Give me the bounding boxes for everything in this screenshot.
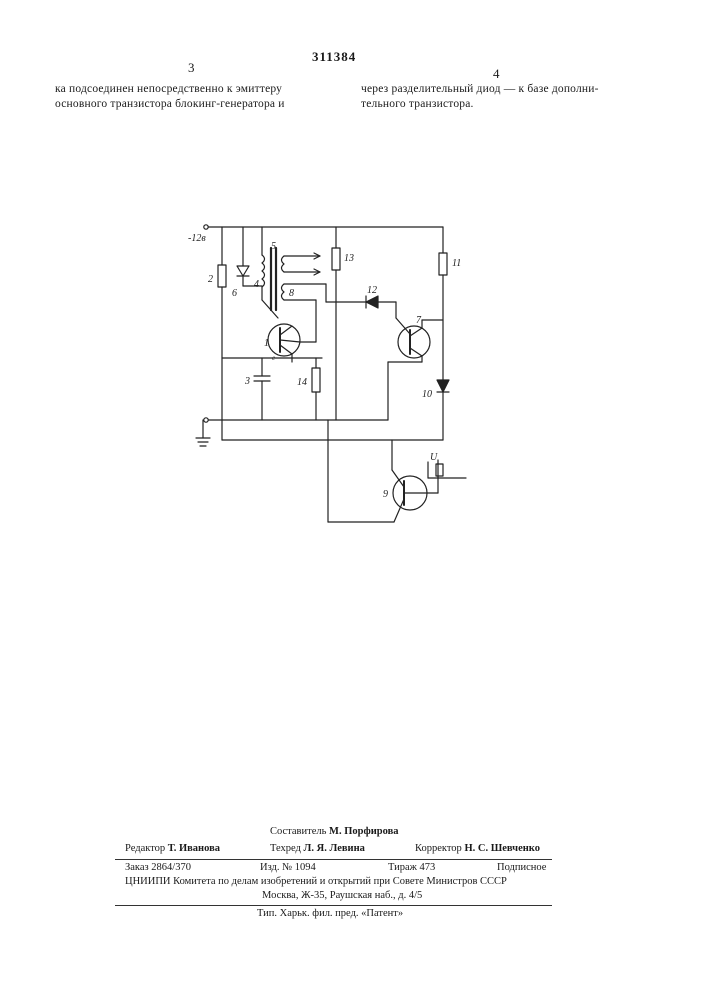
diode-10 [437, 380, 449, 392]
corrector-name: Н. С. Шевченко [464, 843, 540, 854]
label-resistor-14: 14 [297, 377, 307, 388]
label-transistor-1: 1 [264, 338, 269, 349]
label-diode-6: 6 [232, 288, 237, 299]
label-winding-5: 5 [271, 241, 276, 252]
label-resistor-2: 2 [208, 274, 213, 285]
corrector-label: Корректор [415, 843, 462, 854]
institute-line: ЦНИИПИ Комитета по делам изобретений и о… [125, 876, 507, 887]
corrector-credit: Корректор Н. С. Шевченко [415, 843, 540, 854]
editor-credit: Редактор Т. Иванова [125, 843, 220, 854]
label-input-u: U [430, 452, 438, 463]
address-line: Москва, Ж-35, Раушская наб., д. 4/5 [262, 890, 422, 901]
label-transistor-7: 7 [416, 315, 422, 326]
supply-voltage-label: -12в [188, 233, 206, 244]
footer-divider-1 [115, 859, 552, 860]
transistor-7 [398, 326, 430, 358]
resistor-13 [332, 248, 340, 270]
compiler-line: Составитель М. Порфирова [270, 826, 399, 837]
label-resistor-13: 13 [344, 253, 354, 264]
label-winding-4: 4 [254, 279, 259, 290]
resistor-2 [218, 265, 226, 287]
winding-4 [262, 255, 265, 287]
winding-8 [282, 284, 285, 300]
input-pulse [436, 464, 443, 476]
resistor-11 [439, 253, 447, 275]
winding-5 [282, 256, 285, 272]
edition-number: Изд. № 1094 [260, 862, 316, 873]
compiler-label: Составитель [270, 826, 326, 837]
label-resistor-11: 11 [452, 258, 461, 269]
label-diode-12: 12 [367, 285, 377, 296]
label-diode-10: 10 [422, 389, 432, 400]
order-number: Заказ 2864/370 [125, 862, 191, 873]
circuit-schematic: -12в 2 6 4 5 8 1 е 3 14 [0, 0, 707, 560]
printer-line: Тип. Харьк. фил. пред. «Патент» [257, 908, 403, 919]
label-capacitor-3: 3 [244, 376, 250, 387]
circulation: Тираж 473 [388, 862, 435, 873]
techred-name: Л. Я. Левина [304, 843, 365, 854]
subscription: Подписное [497, 862, 546, 873]
diode-12 [366, 296, 378, 308]
editor-name: Т. Иванова [168, 843, 220, 854]
diode-6 [237, 266, 249, 276]
footer-divider-2 [115, 905, 552, 906]
compiler-name: М. Порфирова [329, 826, 398, 837]
techred-credit: Техред Л. Я. Левина [270, 843, 365, 854]
label-transistor-9: 9 [383, 489, 388, 500]
editor-label: Редактор [125, 843, 165, 854]
resistor-14 [312, 368, 320, 392]
label-winding-8: 8 [289, 288, 294, 299]
techred-label: Техред [270, 843, 301, 854]
